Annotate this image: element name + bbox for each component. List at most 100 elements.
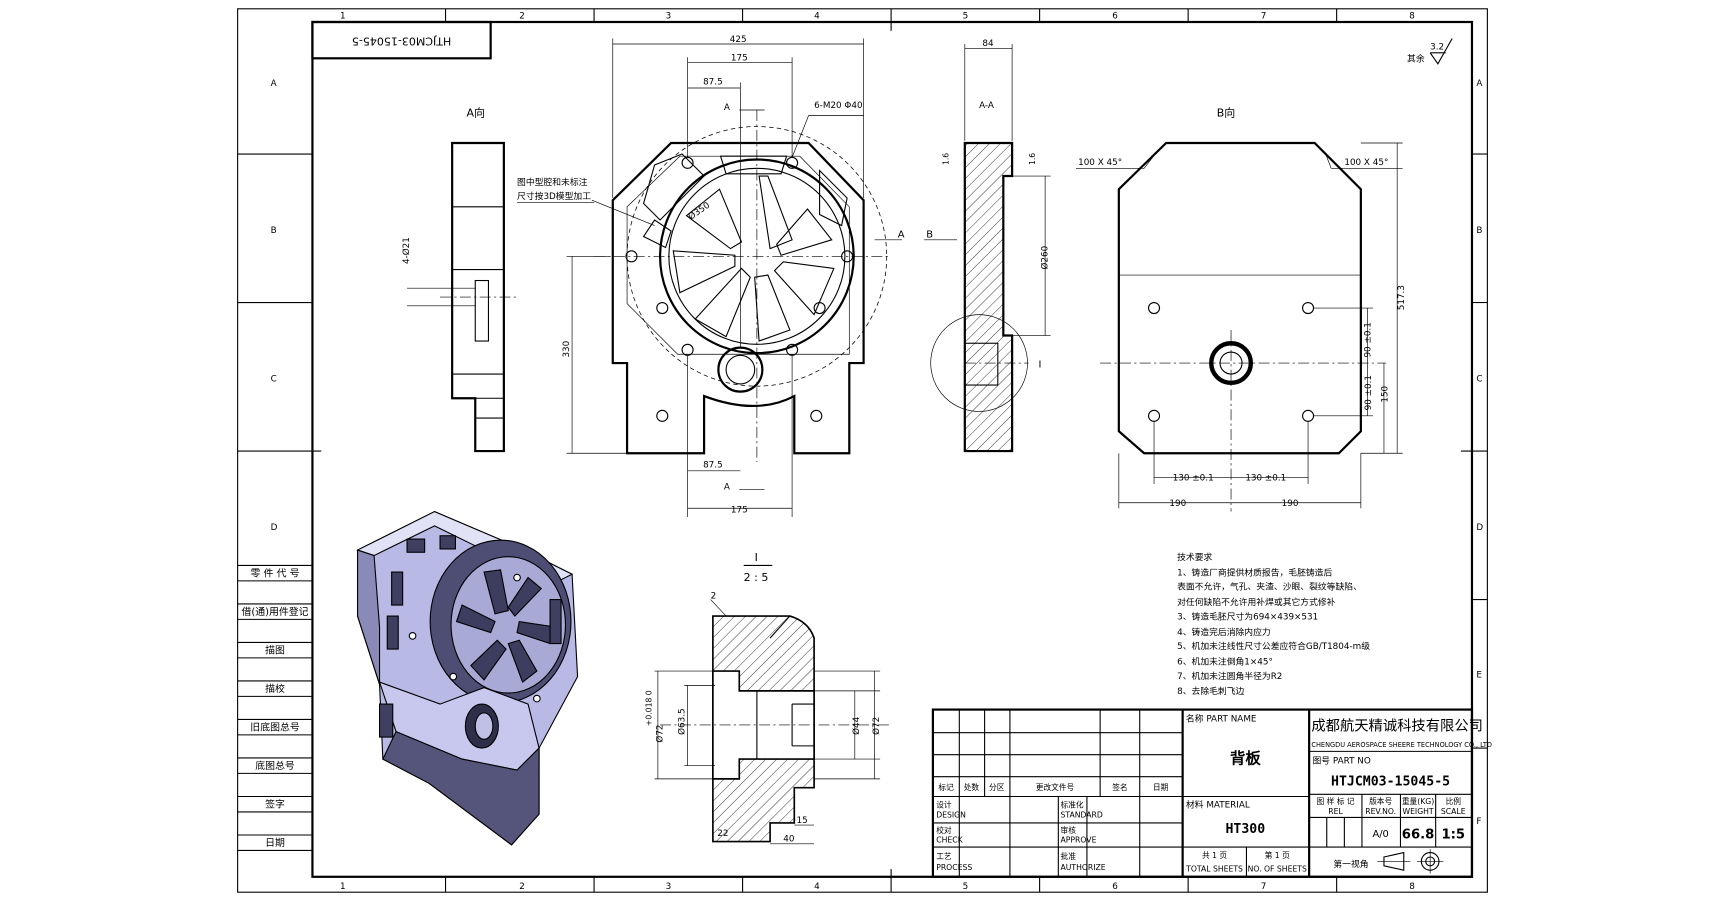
sign-approve-en: APPROVE: [1061, 836, 1097, 845]
rev-header-zone: 分区: [989, 783, 1005, 792]
company-name-en: CHENGDU AEROSPACE SHEERE TECHNOLOGY CO.,…: [1311, 741, 1492, 749]
drawing-number: HTJCM03-15045-5: [1331, 774, 1450, 789]
zone-col-1: 1: [340, 12, 346, 22]
hdr-scale: SCALE: [1441, 807, 1466, 816]
dim-bottom-87-5: 87.5: [703, 461, 723, 471]
zone-col-5-bottom: 5: [963, 882, 969, 892]
dim-chamfer-left: 100 X 45°: [1078, 158, 1122, 168]
left-col-part-code: 零 件 代 号: [251, 567, 300, 579]
title-block: 标记 处数 分区 更改文件号 签名 日期 设计 DESIGN 标准化 STAND…: [931, 708, 1492, 878]
dim-b-height: 517.3: [1397, 285, 1407, 310]
note-callout: 图中型腔和未标注 尺寸按3D模型加工: [517, 176, 595, 203]
sign-check-en: CHECK: [936, 836, 963, 845]
hdr-rev-cn: 版本号: [1369, 796, 1392, 806]
material: HT300: [1225, 822, 1265, 837]
section-label: A-A: [979, 101, 994, 111]
dim-section-260: Ø260: [1039, 245, 1050, 269]
rev-header-mark: 标记: [938, 782, 954, 792]
total-sheets-en: TOTAL SHEETS: [1185, 864, 1243, 873]
zone-col-1-bottom: 1: [340, 882, 346, 892]
note-line-1: 图中型腔和未标注: [517, 176, 588, 188]
dim-b-w2: 190: [1282, 499, 1299, 509]
drawing-frame: 1 2 3 4 5 6 7 8 1 2 3 4 5 6 7 8 A B C D …: [237, 8, 1488, 893]
view-a-side: A向 4-Ø21: [401, 106, 518, 453]
detail-view-i: I 2 : 5 2 +0.018 0 Ø72 Ø63.5 Ø44: [644, 551, 892, 845]
dim-b-w1: 190: [1169, 499, 1186, 509]
tech-title: 技术要求: [1177, 551, 1212, 563]
dim-b-v2: 90 ±0.1: [1364, 375, 1374, 410]
hdr-weight: WEIGHT: [1402, 807, 1433, 816]
sign-check: 校对: [936, 825, 952, 835]
tech-item: 4、铸造完后消除内应力: [1177, 626, 1271, 638]
dim-b-v3: 150: [1380, 385, 1390, 402]
left-col-date: 日期: [265, 837, 285, 849]
dim-b-v1: 90 ±0.1: [1364, 322, 1374, 357]
dim-top-175: 175: [731, 54, 748, 64]
dim-section-chamfer-1: 1.6: [941, 153, 950, 165]
sign-design: 设计: [936, 799, 952, 809]
dim-chamfer-right: 100 X 45°: [1344, 158, 1388, 168]
sign-authorize-en: AUTHORIZE: [1061, 863, 1106, 872]
view-arrow-a: A: [898, 230, 905, 241]
section-arrow-a-bottom: A: [724, 483, 730, 493]
hdr-rel: REL: [1328, 807, 1343, 816]
part-name: 背板: [1230, 748, 1261, 767]
dim-b-h2: 130 ±0.1: [1245, 474, 1286, 484]
view-section-a-a: A-A I 84 1.6 1.6 Ø260 B: [924, 39, 1051, 453]
sign-standard-en: STANDARD: [1061, 810, 1103, 819]
sign-approve: 审核: [1061, 825, 1077, 835]
rev-header-date: 日期: [1153, 783, 1169, 792]
zone-row-f-right: F: [1476, 817, 1481, 827]
zone-row-d-right: D: [1476, 523, 1483, 533]
dim-detail-72-right: Ø72: [871, 717, 882, 735]
left-col-tracing: 描图: [265, 643, 285, 656]
dim-section-84: 84: [982, 39, 994, 49]
dim-side-holes: 4-Ø21: [401, 237, 412, 264]
zone-row-a-right: A: [1476, 79, 1482, 89]
zone-col-8-bottom: 8: [1409, 882, 1415, 892]
first-angle-projection-icon: [1377, 849, 1444, 874]
left-col-signature: 签字: [265, 797, 285, 810]
isometric-3d-view: [356, 510, 579, 846]
dim-top-87-5: 87.5: [703, 78, 723, 88]
left-col-borrow-register: 借(通)用件登记: [242, 605, 309, 618]
dim-detail-15: 15: [796, 816, 807, 826]
dim-detail-tolerance: +0.018 0: [644, 690, 653, 726]
zone-col-3-bottom: 3: [666, 882, 672, 892]
tech-item: 3、铸造毛胚尺寸为694×439×531: [1177, 610, 1318, 622]
part-name-label: 名称 PART NAME: [1186, 713, 1257, 725]
hdr-rev: REV.NO.: [1365, 807, 1396, 816]
dim-detail-chamfer: 2: [711, 591, 717, 601]
dim-detail-22: 22: [717, 829, 728, 839]
sign-design-en: DESIGN: [936, 810, 966, 819]
dim-detail-72-left: Ø72: [654, 724, 665, 742]
tech-item: 6、机加未注倒角1×45°: [1177, 655, 1273, 667]
view-front: 425 175 87.5 6-M20 Φ40 Ø350 330 87.5 175…: [517, 35, 905, 518]
drawing-number-label: 图号 PART NO: [1312, 755, 1370, 766]
dim-detail-40: 40: [783, 835, 795, 845]
zone-row-c: C: [271, 375, 277, 385]
detail-marker: I: [1039, 359, 1042, 370]
dim-b-h1: 130 ±0.1: [1173, 474, 1214, 484]
drawing-number-box-inverted: HTJCM03-15045-5: [311, 20, 492, 60]
zone-col-2: 2: [519, 12, 525, 22]
view-arrow-b: B: [926, 230, 933, 241]
total-sheets: 共 1 页: [1202, 851, 1227, 860]
sheet-number: 第 1 页: [1265, 850, 1290, 860]
tech-item: 1、铸造厂商提供材质报告，毛胚铸造后: [1177, 566, 1332, 578]
sign-authorize: 批准: [1061, 851, 1077, 861]
technical-requirements: 技术要求 1、铸造厂商提供材质报告，毛胚铸造后 表面不允许，气孔、夹渣、沙眼、裂…: [1177, 551, 1370, 697]
dim-bottom-175: 175: [731, 506, 748, 516]
sheet-number-en: NO. OF SHEETS: [1248, 864, 1307, 873]
zone-row-a: A: [271, 79, 277, 89]
hdr-rel-cn: 图 样 标 记: [1317, 796, 1355, 806]
weight-value: 66.8: [1402, 827, 1435, 842]
note-line-2: 尺寸按3D模型加工: [517, 190, 591, 202]
svg-text:HTJCM03-15045-5: HTJCM03-15045-5: [352, 35, 451, 48]
dim-height-330: 330: [562, 340, 572, 357]
zone-col-3: 3: [666, 12, 672, 22]
rev-header-sign: 签名: [1112, 782, 1127, 792]
tech-item: 对任何缺陷不允许用补焊或其它方式修补: [1177, 596, 1336, 608]
dim-holes-m20: 6-M20 Φ40: [814, 101, 863, 111]
